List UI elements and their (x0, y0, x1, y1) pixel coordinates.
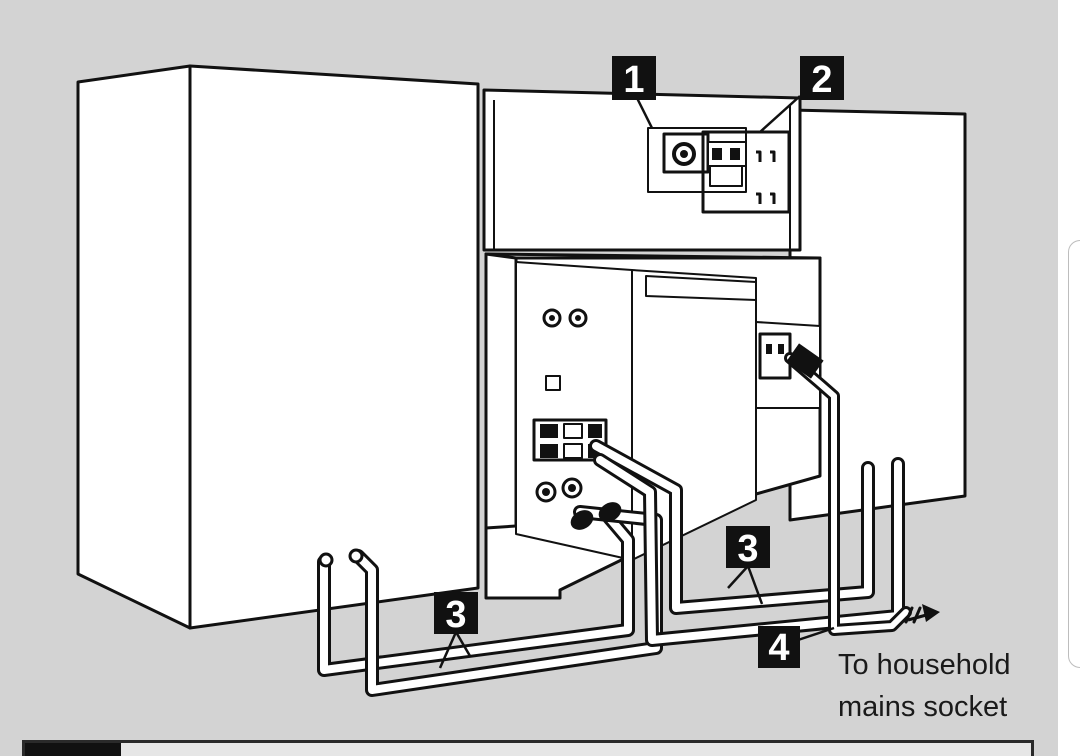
main-unit-upper (482, 88, 802, 252)
mains-caption-line-1: To household (838, 649, 1011, 681)
step-badge-2: 2 (800, 56, 844, 101)
diagram-panel: 1 2 3 3 4 To household mains socket (0, 0, 1058, 756)
scroll-handle[interactable] (1068, 240, 1080, 668)
speaker-cables (317, 439, 905, 697)
step-badge-1-label: 1 (623, 59, 644, 101)
step-badge-4: 4 (758, 626, 800, 669)
arrow-right-icon (907, 604, 940, 622)
next-section-bar (22, 740, 1034, 756)
next-section-tab (25, 743, 121, 756)
leader-lines (438, 95, 835, 669)
step-badge-4-label: 4 (768, 627, 789, 669)
step-badge-2-label: 2 (811, 59, 832, 101)
step-badge-3-left-label: 3 (445, 594, 466, 636)
main-unit-lower (484, 252, 822, 600)
fm-am-terminal-block (701, 130, 791, 214)
step-badge-3-right: 3 (726, 526, 770, 570)
mains-cable (784, 343, 922, 636)
left-speaker (76, 64, 480, 630)
step-badge-3-right-label: 3 (737, 528, 758, 570)
step-badge-3-left: 3 (434, 592, 478, 636)
mains-caption-line-2: mains socket (838, 691, 1007, 723)
step-badge-1: 1 (612, 56, 656, 101)
wiring-diagram: 1 2 3 3 4 To household mains socket (76, 56, 1011, 723)
